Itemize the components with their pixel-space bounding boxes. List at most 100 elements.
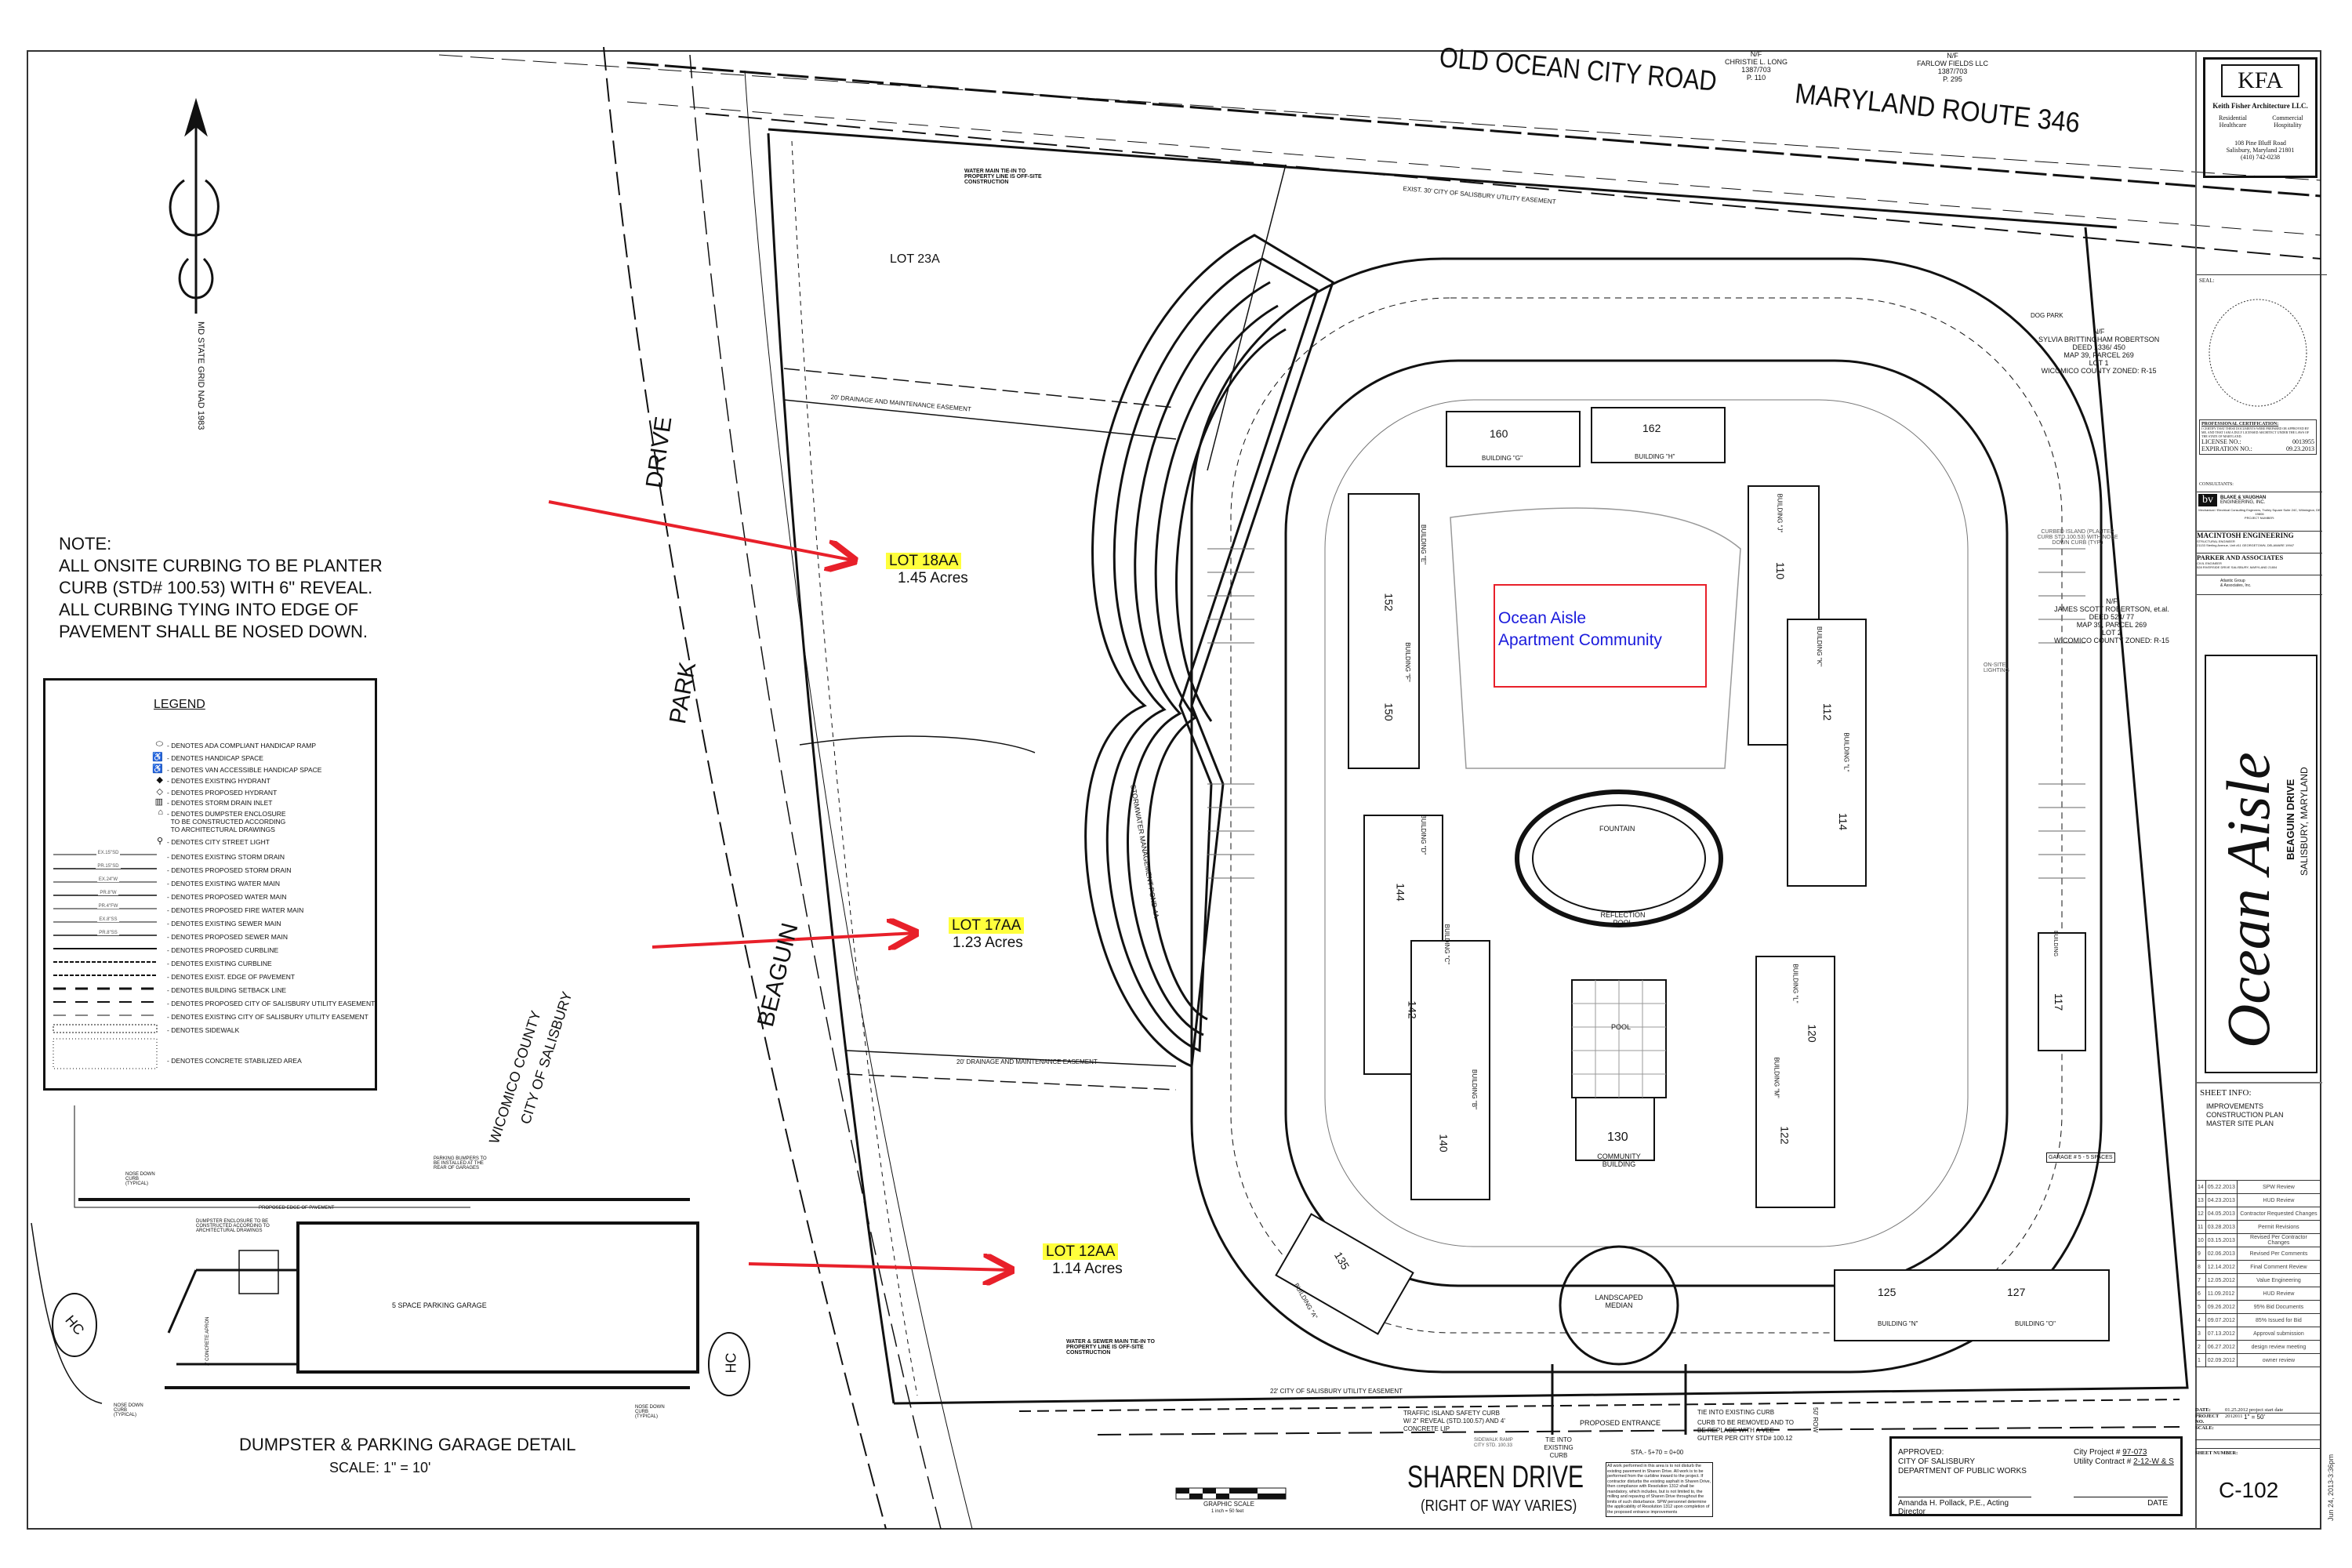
utility-contract-label: Utility Contract #: [2074, 1457, 2132, 1466]
line-icon: EX.15"SD: [96, 851, 121, 855]
community-subtitle: Apartment Community: [1498, 631, 1662, 649]
revision-description: Value Engineering: [2236, 1273, 2321, 1287]
revision-description: design review meeting: [2236, 1340, 2321, 1354]
revision-date: 06.27.2012: [2205, 1340, 2238, 1354]
consultant-sub: ENGINEERING, INC.: [2220, 500, 2266, 505]
consultants-label: CONSULTANTS:: [2199, 482, 2234, 487]
lot-area: 1.45 Acres: [898, 570, 968, 586]
project-city: SALISBURY, MARYLAND: [2299, 767, 2310, 876]
legend-item: ⚲- DENOTES CITY STREET LIGHT: [45, 836, 375, 850]
lot-lines: [783, 164, 1287, 1091]
consultant-name: MACINTOSH ENGINEERING: [2197, 532, 2294, 539]
neighbor-line: DEED 1336/ 450: [2072, 343, 2125, 351]
revision-date: 12.14.2012: [2205, 1260, 2238, 1274]
legend-item-label: - DENOTES ADA COMPLIANT HANDICAP RAMP: [167, 742, 317, 750]
revision-number: 10: [2195, 1233, 2206, 1247]
project-info: DATE:01.25.2012 project start date PROJE…: [2195, 1407, 2321, 1456]
building-number: 122: [1778, 1126, 1791, 1145]
legend-item-label: - DENOTES VAN ACCESSIBLE HANDICAP SPACE: [167, 766, 322, 774]
building-number: 127: [2007, 1286, 2026, 1298]
dash-long-icon: [53, 997, 163, 1010]
detail-dumpster-note: DUMPSTER ENCLOSURE TO BE CONSTRUCTED ACC…: [196, 1219, 270, 1233]
consultant-detail: Mechanical / Electrical Consulting Engin…: [2198, 508, 2321, 516]
dumpster-icon: ⌂: [158, 808, 163, 817]
service: Commercial: [2272, 114, 2303, 122]
van-handicap-icon: ♿: [152, 764, 163, 774]
legend-item-label: - DENOTES EXISTING WATER MAIN: [167, 880, 281, 887]
dash-fine-icon: [53, 957, 163, 970]
legend-item: PR.15"SD- DENOTES PROPOSED STORM DRAIN: [45, 864, 375, 878]
label-water-sewer-tie-in: WATER & SEWER MAIN TIE-IN TO PROPERTY LI…: [1066, 1339, 1155, 1356]
building-number: 125: [1878, 1286, 1896, 1298]
building-number: 152: [1382, 593, 1396, 612]
building-name: BUILDING "L": [1791, 964, 1799, 1004]
date-label: DATE:: [2195, 1407, 2211, 1413]
seal-label: SEAL:: [2197, 274, 2327, 286]
neighbor-line: LOT 1: [2089, 359, 2109, 367]
bv-logo-icon: bv: [2198, 494, 2217, 506]
hc-ramp-icon: ⬭: [155, 739, 163, 749]
label-proposed-entrance: PROPOSED ENTRANCE: [1580, 1419, 1661, 1427]
legend-item-label: - DENOTES CITY STREET LIGHT: [167, 838, 270, 846]
consultant-sub: & Associates, Inc.: [2220, 583, 2252, 588]
arrow-lot-17aa: [652, 933, 916, 947]
concrete-icon: [53, 1054, 163, 1067]
detail-bumpers-note: PARKING BUMPERS TO BE INSTALLED AT THE R…: [434, 1156, 487, 1171]
building-number: 150: [1382, 702, 1396, 721]
legend-item-label: - DENOTES EXISTING STORM DRAIN: [167, 853, 285, 861]
legend-item: ◆- DENOTES EXISTING HYDRANT: [45, 775, 375, 789]
detail-title: DUMPSTER & PARKING GARAGE DETAIL: [239, 1435, 576, 1454]
revision-description: Contractor Requested Changes: [2236, 1207, 2321, 1221]
label-landscaped-median: LANDSCAPED MEDIAN: [1595, 1294, 1643, 1309]
scale-value: 1" = 50': [2244, 1414, 2265, 1421]
legend-item: EX.24"W- DENOTES EXISTING WATER MAIN: [45, 877, 375, 891]
revision-date: 02.09.2012: [2205, 1353, 2238, 1367]
building-name: BUILDING "G": [1482, 455, 1523, 462]
label-row: 50' ROW: [1812, 1407, 1819, 1433]
note-traffic-island: TRAFFIC ISLAND SAFETY CURB W/ 2" REVEAL …: [1403, 1410, 1505, 1432]
legend-item: - DENOTES BUILDING SETBACK LINE: [45, 984, 375, 998]
revision-number: 7: [2195, 1273, 2206, 1287]
label-community-building: COMMUNITY BUILDING: [1597, 1152, 1641, 1168]
dash-fine-icon: [53, 971, 163, 983]
detail-nose-down-right: NOSE DOWN CURB (TYPICAL): [635, 1405, 665, 1419]
lot-18aa: LOT 18AA 1.45 Acres: [886, 553, 968, 587]
note-sharen-drive-disturbance: All work performed in this area is to no…: [1606, 1462, 1713, 1517]
lot-label: LOT 18AA: [886, 553, 962, 569]
license-number: 0013955: [2292, 438, 2314, 445]
legend-title: LEGEND: [154, 698, 205, 711]
building-number: 120: [1806, 1024, 1819, 1043]
approval-city: CITY OF SALISBURY: [1898, 1457, 1975, 1466]
legend-item: ◇- DENOTES PROPOSED HYDRANT: [45, 786, 375, 800]
revision-date: 02.06.2013: [2205, 1247, 2238, 1261]
revision-number: 11: [2195, 1220, 2206, 1234]
building-name: BUILDING "B": [1471, 1069, 1479, 1110]
revision-number: 6: [2195, 1287, 2206, 1301]
legend-item: - DENOTES CONCRETE STABILIZED AREA: [45, 1054, 375, 1069]
building-name: BUILDING "O": [2015, 1320, 2056, 1327]
title-block: KFA Keith Fisher Architecture LLC. Resid…: [2195, 51, 2327, 1529]
line-icon: EX.8"SS: [97, 917, 119, 922]
certification-title: PROFESSIONAL CERTIFICATION:: [2201, 422, 2279, 426]
sheet-number: C-102: [2219, 1478, 2279, 1502]
legend-item: - DENOTES EXISTING CURBLINE: [45, 957, 375, 971]
revision-number: 4: [2195, 1313, 2206, 1327]
lot-pointer-arrows: [548, 500, 1011, 1270]
road-label-sharen-drive: SHAREN DRIVE: [1407, 1460, 1584, 1494]
project-title: Ocean Aisle: [2214, 752, 2282, 1048]
license-label: LICENSE NO.:: [2201, 438, 2241, 445]
lot-17aa: LOT 17AA 1.23 Acres: [949, 917, 1025, 952]
building-name: BUILDING "F": [1403, 642, 1411, 682]
consultant-parker: PARKER AND ASSOCIATES CIVIL ENGINEER 528…: [2197, 553, 2322, 569]
legend-item-label: - DENOTES EXISTING SEWER MAIN: [167, 920, 281, 927]
legend-line-samples: [53, 854, 158, 1069]
line-icon: PR.15"SD: [96, 864, 121, 869]
detail-scale: SCALE: 1" = 10': [329, 1460, 431, 1475]
